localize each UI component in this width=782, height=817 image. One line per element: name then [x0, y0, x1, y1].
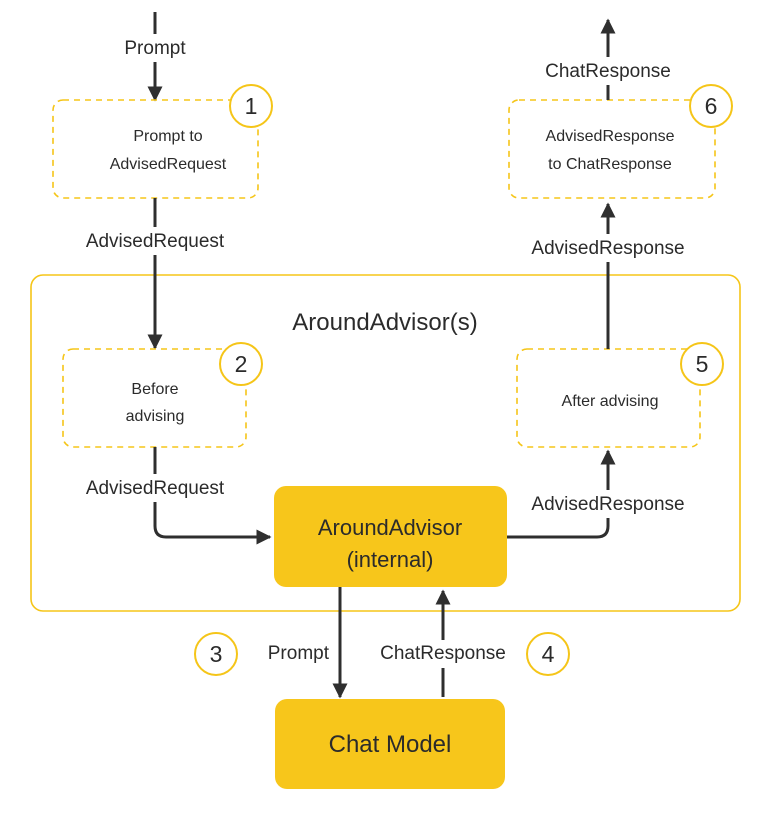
- step-6-box: [508, 99, 716, 199]
- label-bg: [365, 640, 519, 668]
- step-2-line-2: advising: [126, 408, 185, 425]
- label-bg: [531, 57, 685, 85]
- chat-model-box: [275, 699, 505, 789]
- label-bg: [518, 490, 700, 518]
- advised-request-arrow-2: [153, 447, 272, 545]
- step-4-badge: [526, 632, 570, 676]
- advised-request-label-1: AdvisedRequest: [86, 231, 225, 252]
- around-advisors-container: [30, 274, 741, 612]
- label-bg: [70, 227, 242, 255]
- step-6-number: 6: [705, 93, 718, 119]
- advised-response-label-1: AdvisedResponse: [531, 494, 684, 515]
- label-bg: [104, 34, 206, 62]
- step-5-badge: [680, 342, 724, 386]
- label-bg: [518, 234, 700, 262]
- chat-response-out-label: ChatResponse: [545, 61, 671, 82]
- step-1-line-1: Prompt to: [133, 128, 202, 145]
- step-4-number: 4: [542, 641, 555, 667]
- step-2-box: [62, 348, 247, 448]
- step-3-number: 3: [210, 641, 223, 667]
- step-2-badge: [219, 342, 263, 386]
- advised-request-label-2: AdvisedRequest: [86, 478, 225, 499]
- advised-response-label-2: AdvisedResponse: [531, 238, 684, 259]
- chat-response-from-model-label: ChatResponse: [380, 643, 506, 664]
- step-3-badge: [194, 632, 238, 676]
- step-2-line-1: Before: [131, 381, 178, 398]
- step-5-number: 5: [696, 351, 709, 377]
- step-5-line-1: After advising: [562, 393, 659, 410]
- advised-response-arrow-1: [507, 449, 616, 539]
- step-1-box: [52, 99, 259, 199]
- step-6-badge: [689, 84, 733, 128]
- prompt-to-model-label: Prompt: [268, 643, 330, 664]
- around-advisor-internal-box: [274, 486, 507, 587]
- step-6-line-1: AdvisedResponse: [546, 128, 675, 145]
- chat-model-label: Chat Model: [329, 731, 452, 758]
- step-1-line-2: AdvisedRequest: [110, 156, 227, 173]
- container-label: AroundAdvisor(s): [292, 309, 477, 336]
- step-1-number: 1: [245, 93, 258, 119]
- prompt-in-label: Prompt: [124, 38, 186, 59]
- label-bg: [70, 474, 242, 502]
- step-1-badge: [229, 84, 273, 128]
- step-6-line-2: to ChatResponse: [548, 156, 672, 173]
- step-2-number: 2: [235, 351, 248, 377]
- internal-line-2: (internal): [347, 547, 434, 572]
- internal-line-1: AroundAdvisor: [318, 515, 462, 540]
